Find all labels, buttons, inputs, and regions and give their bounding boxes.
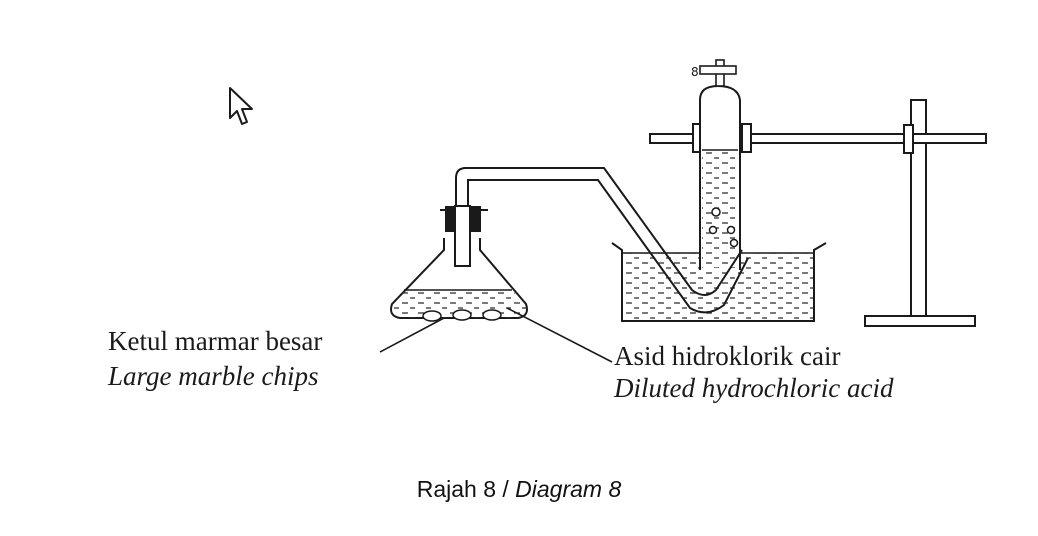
conical-flask	[390, 205, 528, 322]
marble-chip	[422, 310, 442, 322]
diagram-caption: Rajah 8 / Diagram 8	[0, 476, 1038, 503]
svg-text:8: 8	[691, 65, 699, 79]
label-marble-en: Large marble chips	[108, 361, 319, 391]
stand-base	[864, 315, 976, 327]
delivery-tube	[455, 167, 749, 314]
clamp-arm	[649, 133, 987, 144]
leader-acid	[506, 307, 613, 363]
caption-main: Rajah 8 /	[416, 476, 516, 502]
gas-collection-tube: 8	[691, 59, 741, 270]
marble-chip	[482, 309, 502, 321]
clamp-jaw-right	[741, 123, 752, 153]
label-marble-ms: Ketul marmar besar	[108, 326, 323, 356]
label-acid-en: Diluted hydrochloric acid	[614, 373, 894, 403]
mouse-pointer-icon	[229, 87, 253, 125]
marble-chip	[452, 309, 472, 321]
leader-marble	[379, 317, 445, 353]
clamp-boss	[903, 124, 914, 154]
retort-stand	[649, 99, 987, 327]
label-acid-ms: Asid hidroklorik cair	[614, 341, 841, 371]
stand-rod	[910, 99, 927, 317]
caption-italic: Diagram 8	[515, 476, 622, 502]
